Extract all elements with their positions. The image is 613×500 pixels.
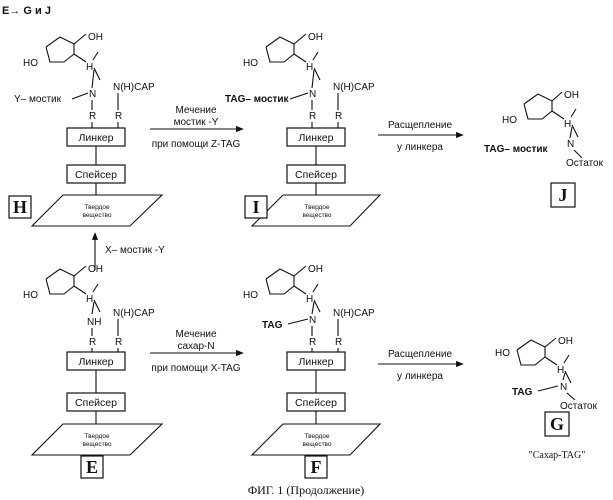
cap-label: N(H)CAP (113, 308, 155, 319)
arrow-f-to-g: Расщепление у линкера (378, 349, 463, 382)
spacer-label: Спейсер (295, 397, 337, 409)
arrow-e-to-h: X– мостик -Y (95, 233, 165, 270)
arrow-text: у линкера (397, 371, 443, 382)
hydrogen-label: H (306, 294, 313, 305)
solid-support-label: вещество (82, 441, 111, 448)
hydroxyl-label: OH (88, 264, 103, 275)
hydroxyl-label: OH (308, 32, 323, 43)
linker-label: Линкер (299, 356, 334, 368)
r-group-label: R (309, 111, 316, 122)
hydroxyl-label: HO (495, 348, 510, 359)
hydrogen-label: H (86, 294, 93, 305)
hydrogen-label: H (306, 62, 313, 73)
hydrogen-label: H (86, 62, 93, 73)
sugar-tag-note: "Сахар-TAG" (529, 450, 586, 461)
panel-i: OH HO H N TAG– мостик R N(H)CAP R Линкер… (225, 32, 380, 226)
hydroxyl-label: HO (502, 115, 517, 126)
arrow-text: Расщепление (388, 349, 452, 360)
nitrogen-label: N (567, 139, 574, 150)
residue-label: Остаток (566, 158, 604, 169)
r-group-label: R (115, 111, 122, 122)
solid-support-label: Твердое (84, 204, 110, 211)
cap-label: N(H)CAP (333, 82, 375, 93)
solid-support-label: Твердое (84, 433, 110, 440)
spacer-label: Спейсер (75, 397, 117, 409)
cap-label: N(H)CAP (333, 308, 375, 319)
hydroxyl-label: HO (23, 290, 38, 301)
arrow-text: мостик -Y (174, 117, 219, 128)
r-group-label: R (309, 337, 316, 348)
hydroxyl-label: OH (308, 264, 323, 275)
scheme-header: E→ G и J (2, 5, 51, 17)
panel-e: OH HO H NH R N(H)CAP R Линкер Спейсер Тв… (23, 264, 162, 478)
arrow-text: при помощи X-TAG (151, 363, 240, 374)
nitrogen-label: N (560, 382, 567, 393)
spacer-label: Спейсер (295, 169, 337, 181)
spacer-label: Спейсер (75, 169, 117, 181)
solid-support-label: Твердое (304, 204, 330, 211)
hydroxyl-label: HO (243, 290, 258, 301)
r-group-label: R (335, 111, 342, 122)
linker-label: Линкер (79, 132, 114, 144)
arrow-text: Расщепление (388, 120, 452, 131)
compound-label: I (252, 197, 259, 217)
hydrogen-label: H (557, 365, 564, 376)
arrow-text: Мечение (175, 329, 217, 340)
hydroxyl-label: OH (564, 90, 579, 101)
arrow-i-to-j: Расщепление у линкера (378, 120, 463, 153)
arrow-text: при помощи Z-TAG (152, 139, 241, 150)
hydroxyl-label: OH (558, 336, 573, 347)
hydroxyl-label: HO (243, 58, 258, 69)
solid-support-label: вещество (302, 212, 331, 219)
hydrogen-label: H (564, 119, 571, 130)
panel-j: OH HO H N TAG– мостик Остаток J (484, 90, 604, 207)
bridge-label: TAG– мостик (484, 144, 549, 155)
arrow-h-to-i: Мечение мостик -Y при помощи Z-TAG (150, 105, 243, 150)
compound-label: H (13, 197, 27, 217)
linker-label: Линкер (299, 132, 334, 144)
compound-label: E (86, 457, 98, 477)
hydroxyl-label: HO (23, 58, 38, 69)
r-group-label: R (89, 111, 96, 122)
residue-label: Остаток (560, 401, 598, 412)
bridge-label: TAG– мостик (225, 94, 290, 105)
panel-f: OH HO H N TAG R N(H)CAP R Линкер Спейсер… (243, 264, 380, 478)
compound-label: F (311, 457, 322, 477)
compound-label: J (559, 185, 568, 205)
arrow-e-to-f: Мечение сахар-N при помощи X-TAG (150, 329, 243, 374)
compound-label: G (550, 414, 564, 434)
tag-label: TAG (512, 387, 533, 398)
r-group-label: R (335, 337, 342, 348)
arrow-text: сахар-N (177, 341, 214, 352)
solid-support-label: Твердое (304, 433, 330, 440)
solid-support-label: вещество (82, 212, 111, 219)
linker-label: Линкер (79, 356, 114, 368)
figure-caption: ФИГ. 1 (Продолжение) (248, 483, 365, 497)
panel-g: OH HO H N TAG Остаток G "Сахар-TAG" (495, 336, 598, 461)
nitrogen-label: N (309, 315, 316, 326)
tag-label: TAG (262, 320, 283, 331)
panel-h: OH HO H N Y– мостик R N(H)CAP R Линкер С… (9, 32, 162, 226)
nitrogen-label: N (89, 89, 96, 100)
arrow-text: Мечение (175, 105, 217, 116)
r-group-label: R (89, 337, 96, 348)
solid-support-label: вещество (302, 441, 331, 448)
arrow-text: у линкера (397, 142, 443, 153)
r-group-label: R (115, 337, 122, 348)
bridge-label: Y– мостик (14, 94, 62, 105)
arrow-text: X– мостик -Y (105, 245, 165, 256)
hydroxyl-label: OH (88, 32, 103, 43)
cap-label: N(H)CAP (113, 82, 155, 93)
nitrogen-label: N (309, 89, 316, 100)
amine-label: NH (87, 317, 101, 328)
